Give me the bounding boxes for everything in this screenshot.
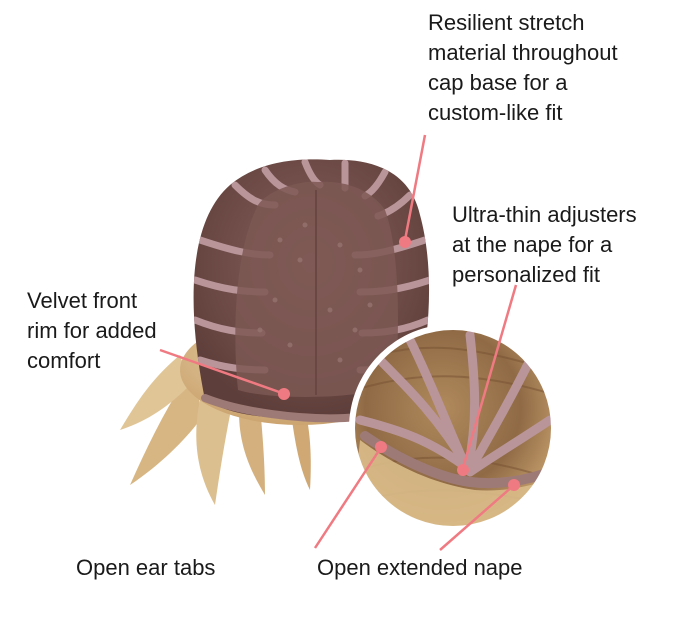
callout-dot-ear bbox=[375, 441, 387, 453]
callout-line-adjusters bbox=[461, 284, 518, 469]
callout-dot-stretch bbox=[399, 236, 411, 248]
callout-line-nape bbox=[439, 485, 514, 551]
label-line: Resilient stretch bbox=[428, 10, 585, 35]
label-line: comfort bbox=[27, 348, 101, 373]
label-line: rim for added bbox=[27, 318, 157, 343]
callout-dot-velvet bbox=[278, 388, 290, 400]
label-line: material throughout bbox=[428, 40, 618, 65]
callout-line-stretch bbox=[403, 134, 427, 241]
label-ultra-thin-adjusters: Ultra-thin adjusters at the nape for a p… bbox=[452, 200, 637, 290]
label-stretch-material: Resilient stretch material throughout ca… bbox=[428, 8, 618, 128]
label-line: Open extended nape bbox=[317, 555, 523, 580]
label-line: Ultra-thin adjusters bbox=[452, 202, 637, 227]
label-line: personalized fit bbox=[452, 262, 600, 287]
label-line: Velvet front bbox=[27, 288, 138, 313]
label-line: custom-like fit bbox=[428, 100, 563, 125]
callout-line-velvet bbox=[159, 348, 283, 395]
callouts bbox=[159, 134, 520, 551]
label-line: at the nape for a bbox=[452, 232, 613, 257]
label-open-ear-tabs: Open ear tabs bbox=[76, 553, 215, 583]
label-line: cap base for a bbox=[428, 70, 568, 95]
zoom-detail bbox=[349, 324, 557, 532]
wig-cap bbox=[193, 159, 430, 423]
label-open-extended-nape: Open extended nape bbox=[317, 553, 523, 583]
label-line: Open ear tabs bbox=[76, 555, 216, 580]
callout-dot-adjusters bbox=[457, 464, 469, 476]
callout-dot-nape bbox=[508, 479, 520, 491]
callout-line-ear bbox=[313, 448, 382, 549]
label-velvet-front-rim: Velvet front rim for added comfort bbox=[27, 286, 157, 376]
